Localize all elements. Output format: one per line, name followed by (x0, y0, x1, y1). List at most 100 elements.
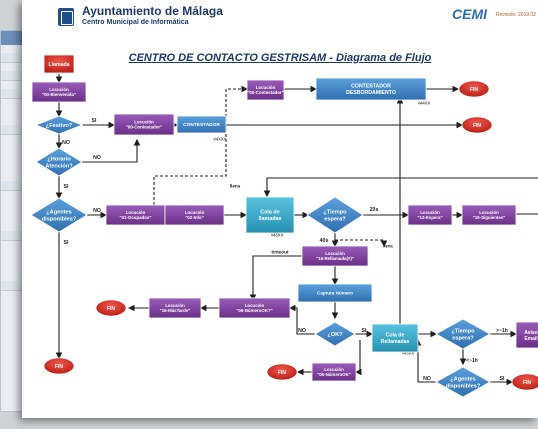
captura-numero (297, 283, 373, 303)
fin-numero-ok (266, 363, 298, 381)
fin-mas-tarde (95, 299, 127, 317)
locucion-numero-ok (218, 297, 291, 319)
label-si-agentes: SI (64, 240, 69, 246)
label-gt1h: >~1h (496, 328, 508, 334)
fin-mas-tarde-label: FIN (107, 306, 115, 312)
locucion-siguientes (461, 204, 517, 226)
label-40s: 40s (320, 238, 329, 244)
label-20s: 20s (370, 207, 379, 213)
label-llena: llena (230, 184, 241, 189)
contestador-box (176, 115, 227, 134)
label-no-horario: NO (93, 155, 101, 161)
fin-contestador (461, 116, 493, 134)
label-si-horario: SI (64, 184, 69, 190)
tiempo-espera-decision (306, 196, 364, 234)
locucion-bienvenida (31, 81, 87, 103)
fin-agentes-2 (511, 373, 538, 391)
label-si-agentes2: SI (500, 376, 505, 382)
connectors (55, 74, 538, 386)
label-si-ok: SI (362, 328, 367, 334)
edge-ok-numerook2 (354, 340, 362, 376)
fin-agentes-2-label: FIN (523, 380, 531, 386)
extension-cola: #43XX (271, 232, 284, 237)
edge-llena-contestador (153, 85, 249, 205)
extension-desbordamiento: #44XX (418, 100, 431, 105)
brand-logo: CEMI (452, 6, 487, 22)
fin-numero-ok-label: FIN (278, 370, 286, 376)
fin-agentes (43, 357, 75, 375)
organization-name: Ayuntamiento de Málaga (82, 4, 223, 18)
fin-agentes-label: FIN (55, 364, 63, 370)
ok-decision-label: ¿OK? (327, 332, 343, 338)
locucion-info-label: Locución"02-Info" (185, 210, 205, 220)
label-no-agentes: NO (93, 208, 101, 214)
label-timeout: timeout (271, 250, 289, 256)
locucion-numero-ok-label: Locución"06-NúmeroOK?" (236, 303, 272, 313)
contestador-desbordamiento (315, 77, 427, 101)
label-lt1h: <~1h (466, 358, 478, 364)
agentes-decision (30, 197, 88, 233)
extension-contestador: #4XXX (213, 136, 226, 141)
locucion-numero-ok-2-label: Locución"05-NúmeroOK" (317, 367, 351, 377)
fin-contestador-label: FIN (473, 123, 481, 129)
locucion-info (164, 204, 225, 226)
cola-rellamadas (371, 323, 419, 353)
llamada-start-label: Llamada (48, 62, 69, 68)
label-llena-2: llena (383, 243, 393, 248)
locucion-bienvenida-label: Locución"00-Bienvenida" (42, 87, 76, 97)
locucion-siguientes-label: Locución"15-Siguientes" (473, 210, 506, 220)
label-no-agentes2: NO (423, 376, 431, 382)
label-no-ok: NO (298, 328, 306, 334)
contestador-box-label: CONTESTADOR (183, 122, 220, 128)
ok-decision (314, 321, 356, 347)
city-crest-icon (58, 8, 74, 26)
edge-agentes2-cola (414, 338, 436, 383)
label-si-festivo: SI (92, 118, 97, 124)
locucion-numero-ok-2 (311, 362, 357, 382)
agentes-2-decision (435, 366, 491, 398)
festivo-decision (34, 115, 84, 135)
locucion-contestador-2 (246, 79, 285, 101)
locucion-mas-tarde (148, 297, 202, 319)
locucion-rellamada-label: Locución"16-Rellamada(#)" (316, 251, 354, 261)
aviso-email (515, 321, 538, 349)
revision-label: Revisión: 2019.02 (496, 12, 537, 18)
festivo-decision-label: ¿Festivo? (46, 123, 73, 129)
organization-subtitle: Centro Municipal de Informática (82, 19, 189, 26)
edge-timeout-numerook (249, 255, 302, 302)
locucion-espera (407, 204, 453, 226)
label-no-festivo: NO (62, 140, 70, 146)
fin-desbordamiento-label: FIN (470, 87, 478, 93)
edge-horario-contestador (81, 138, 141, 163)
locucion-contestador-2-label: Locución"00-Contestador" (247, 85, 283, 95)
locucion-espera-label: Locución"13-Espera" (417, 210, 442, 220)
llamada-start (43, 54, 75, 74)
flow-diagram-document: Ayuntamiento de Málaga Centro Municipal … (22, 0, 538, 418)
tiempo-espera-2-decision (435, 318, 491, 350)
locucion-contestador-1-label: Locución"00-Contestador" (126, 119, 162, 129)
cola-llamadas (245, 196, 295, 234)
locucion-ocupados-label: Locución"01-Ocupados" (120, 210, 152, 220)
diagram-title: CENTRO DE CONTACTO GESTRISAM - Diagrama … (128, 52, 432, 64)
edge-ok-numerook (288, 304, 315, 335)
locucion-contestador-1 (113, 113, 175, 136)
edge-llena-rellamada (335, 239, 388, 248)
fin-desbordamiento (458, 80, 490, 98)
edge-loop-cola (263, 177, 538, 198)
locucion-rellamada (301, 245, 369, 267)
locucion-mas-tarde-label: Locución"16-MásTarde" (160, 303, 191, 313)
extension-cola-rellamadas: #43XX (402, 350, 415, 355)
captura-numero-label: Captura Número (317, 291, 353, 296)
horario-decision (35, 147, 83, 177)
